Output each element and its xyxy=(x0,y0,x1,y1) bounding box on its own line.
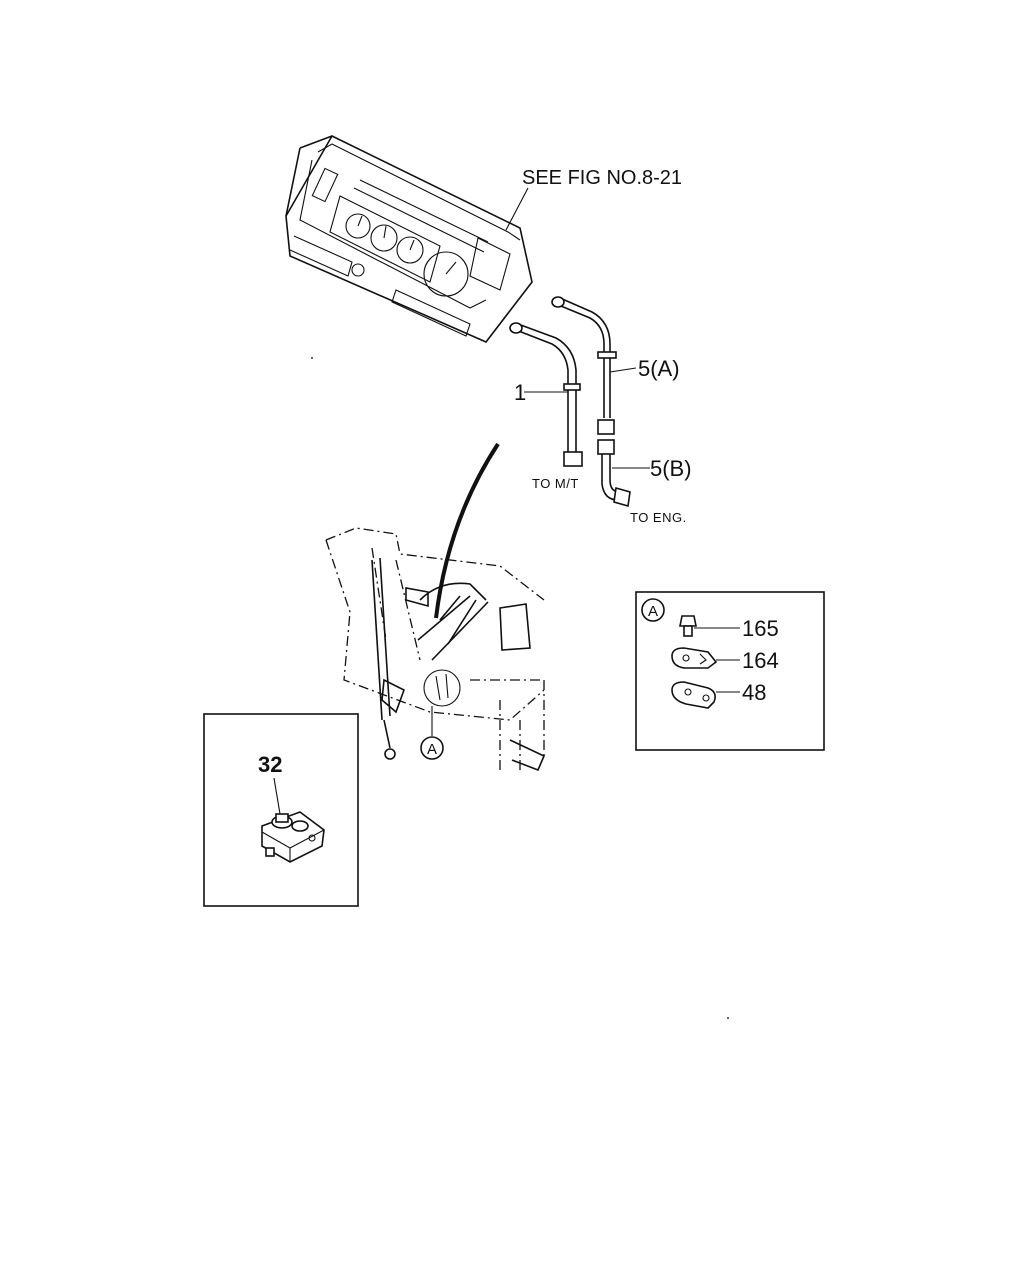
to-eng-label: TO ENG. xyxy=(630,510,687,525)
speck xyxy=(727,1017,729,1019)
leader-32 xyxy=(273,777,281,815)
callout-a-label: A xyxy=(427,741,437,758)
see-fig-leader xyxy=(505,187,529,231)
part-32-label: 32 xyxy=(258,752,282,777)
to-mt-label: TO M/T xyxy=(532,476,579,491)
speedometer-cable xyxy=(434,442,500,619)
detail-a-marker: A xyxy=(648,603,658,620)
plate-48 xyxy=(671,681,716,709)
cable-1 xyxy=(509,322,583,467)
callout-a-circle xyxy=(420,736,444,760)
part-165-label: 165 xyxy=(742,616,779,641)
see-fig-label: SEE FIG NO.8-21 xyxy=(522,167,682,189)
cable-5b xyxy=(597,439,631,508)
cable-5a xyxy=(551,296,617,435)
vehicle-body-section xyxy=(325,527,546,772)
part-5a-label: 5(A) xyxy=(638,356,680,381)
speed-sensor-32 xyxy=(261,811,325,863)
part-164-label: 164 xyxy=(742,648,779,673)
part-1-label: 1 xyxy=(514,380,526,405)
instrument-cluster xyxy=(285,134,533,343)
part-32-box xyxy=(203,713,359,907)
part-48-label: 48 xyxy=(742,680,766,705)
leader-5a xyxy=(609,367,637,373)
bolt-165 xyxy=(679,615,697,637)
clamp-164 xyxy=(671,647,718,669)
speck xyxy=(311,357,313,359)
part-5b-label: 5(B) xyxy=(650,456,692,481)
detail-a-box xyxy=(635,591,825,751)
